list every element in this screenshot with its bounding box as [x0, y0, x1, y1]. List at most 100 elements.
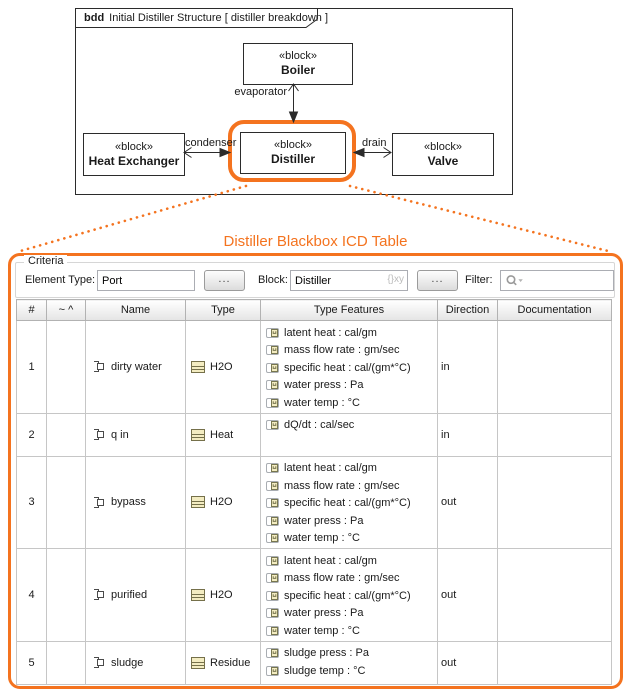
value-property-icon [266, 498, 279, 509]
element-type-browse-button[interactable]: ... [204, 270, 245, 291]
block-icon [191, 496, 205, 509]
distiller-stereotype: «block» [274, 139, 312, 151]
direction-cell[interactable]: in [437, 412, 498, 457]
col-header-number[interactable]: # [16, 299, 47, 321]
type-feature-label: mass flow rate : gm/sec [284, 344, 400, 357]
block-label: Block: [258, 274, 288, 286]
value-property-icon [266, 420, 279, 431]
port-type-cell[interactable]: H2O [185, 548, 261, 642]
port-name: bypass [111, 496, 146, 509]
heat-exchanger-name: Heat Exchanger [88, 153, 180, 168]
port-name-cell[interactable]: bypass [85, 455, 186, 549]
value-property-icon [266, 515, 279, 526]
col-header-name[interactable]: Name [85, 299, 186, 321]
value-property-icon [266, 555, 279, 566]
col-header-kind[interactable]: ~ ^ [46, 299, 86, 321]
callout-title: Distiller Blackbox ICD Table [223, 233, 408, 250]
documentation-cell[interactable] [497, 320, 612, 414]
filter-input[interactable] [527, 271, 613, 290]
type-feature-label: water temp : °C [284, 532, 360, 545]
type-feature-label: water press : Pa [284, 607, 364, 620]
documentation-cell[interactable] [497, 640, 612, 685]
kind-cell [46, 455, 86, 549]
element-type-input[interactable] [97, 270, 195, 291]
type-feature: mass flow rate : gm/sec [262, 342, 437, 360]
block-input[interactable] [290, 270, 408, 291]
value-property-icon [266, 665, 279, 676]
block-valve[interactable]: «block» Valve [392, 133, 494, 176]
connector-label-condenser: condenser [185, 137, 237, 149]
row-number-cell: 4 [16, 548, 47, 642]
block-browse-button[interactable]: ... [417, 270, 458, 291]
block-heat-exchanger[interactable]: «block» Heat Exchanger [83, 133, 185, 176]
port-type-cell[interactable]: Residue [185, 640, 261, 685]
col-header-type-features[interactable]: Type Features [260, 299, 438, 321]
type-feature: specific heat : cal/(gm*°C) [262, 495, 437, 513]
value-property-icon [266, 590, 279, 601]
type-feature: latent heat : cal/gm [262, 552, 437, 570]
block-distiller[interactable]: «block» Distiller [240, 132, 346, 174]
port-type-cell[interactable]: Heat [185, 412, 261, 457]
row-number: 1 [28, 360, 35, 373]
value-property-icon [266, 327, 279, 338]
col-header-type[interactable]: Type [185, 299, 261, 321]
row-number-cell: 2 [16, 412, 47, 457]
block-boiler[interactable]: «block» Boiler [243, 43, 353, 85]
direction-cell[interactable]: out [437, 640, 498, 685]
boiler-name: Boiler [280, 63, 315, 77]
direction-cell[interactable]: out [437, 548, 498, 642]
type-feature-label: dQ/dt : cal/sec [284, 419, 355, 432]
frame-title: Initial Distiller Structure [ distiller … [109, 12, 329, 24]
port-name-cell[interactable]: dirty water [85, 320, 186, 414]
port-name-cell[interactable]: purified [85, 548, 186, 642]
block-field: {}xy [290, 270, 408, 291]
block-icon [191, 588, 205, 601]
port-name: purified [111, 588, 148, 601]
type-feature: mass flow rate : gm/sec [262, 570, 437, 588]
direction-value: in [441, 360, 450, 373]
table-header-row: # ~ ^ Name Type Type Features Direction … [16, 299, 612, 321]
port-name-cell[interactable]: q in [85, 412, 186, 457]
type-feature: water press : Pa [262, 605, 437, 623]
direction-cell[interactable]: in [437, 320, 498, 414]
type-feature-label: specific heat : cal/(gm*°C) [284, 361, 411, 374]
value-property-icon [266, 397, 279, 408]
documentation-cell[interactable] [497, 412, 612, 457]
port-name-cell[interactable]: sludge [85, 640, 186, 685]
port-type-cell[interactable]: H2O [185, 455, 261, 549]
type-feature: latent heat : cal/gm [262, 460, 437, 478]
direction-cell[interactable]: out [437, 455, 498, 549]
type-feature: water temp : °C [262, 530, 437, 548]
heat-exchanger-stereotype: «block» [115, 140, 153, 153]
search-icon[interactable] [505, 274, 525, 287]
direction-value: out [441, 588, 457, 601]
connector-label-evaporator: evaporator [234, 86, 287, 98]
type-feature: dQ/dt : cal/sec [262, 417, 437, 435]
valve-name: Valve [427, 153, 459, 168]
value-property-icon [266, 362, 279, 373]
port-type-cell[interactable]: H2O [185, 320, 261, 414]
type-feature-label: water press : Pa [284, 514, 364, 527]
type-feature: sludge press : Pa [262, 645, 437, 663]
type-feature: water temp : °C [262, 394, 437, 412]
col-header-direction[interactable]: Direction [437, 299, 498, 321]
documentation-cell[interactable] [497, 548, 612, 642]
kind-cell [46, 640, 86, 685]
value-property-icon [266, 463, 279, 474]
type-feature-label: latent heat : cal/gm [284, 326, 377, 339]
type-feature-label: sludge press : Pa [284, 647, 369, 660]
type-features-cell: latent heat : cal/gm mass flow rate : gm/… [260, 320, 438, 414]
row-number: 3 [28, 496, 35, 509]
icd-table-panel: Criteria Element Type: ... Block: {}xy .… [8, 253, 623, 689]
port-icon [94, 657, 104, 668]
value-property-icon [266, 533, 279, 544]
col-header-documentation[interactable]: Documentation [497, 299, 612, 321]
documentation-cell[interactable] [497, 455, 612, 549]
